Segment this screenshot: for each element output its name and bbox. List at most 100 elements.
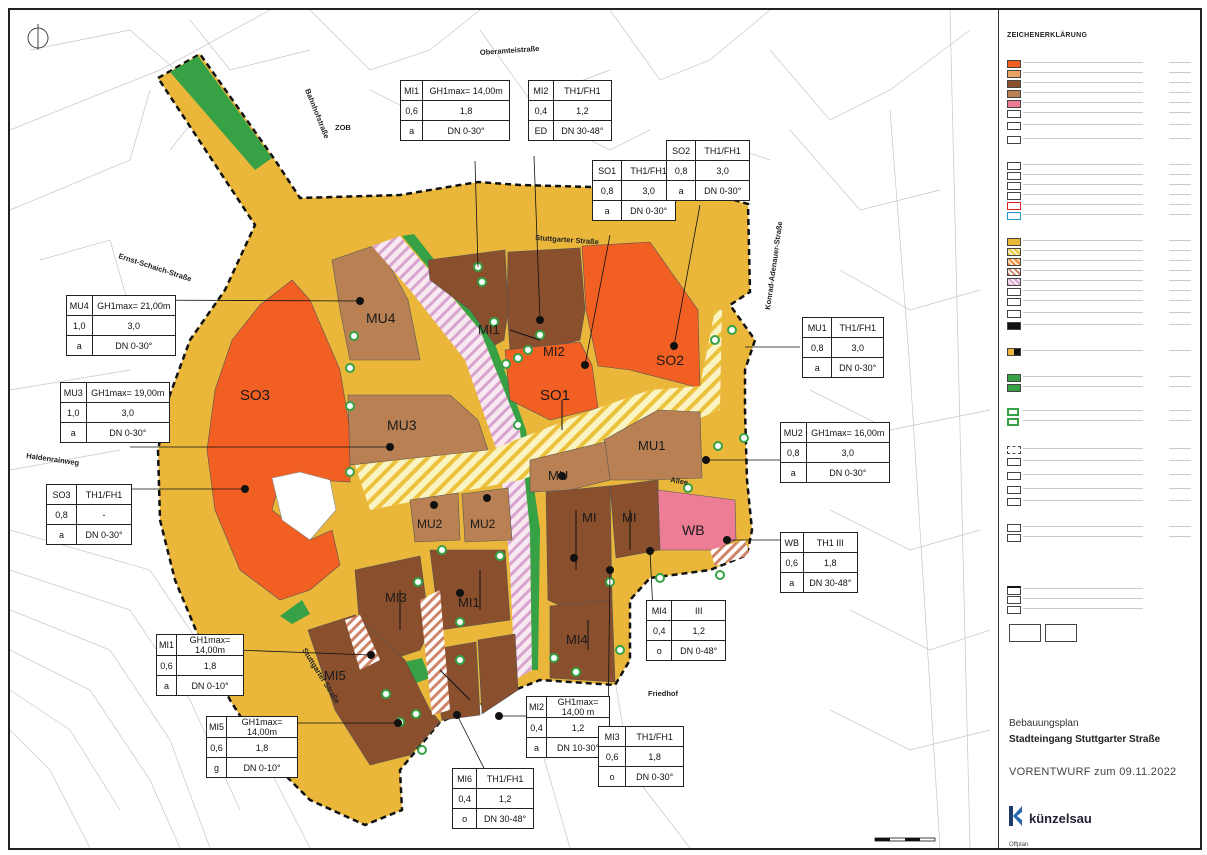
cell-height: GH1max= 14,00m <box>176 634 244 656</box>
leader-lines <box>129 155 800 781</box>
legend-row <box>1007 212 1193 220</box>
cell-height: TH1/FH1 <box>695 140 750 161</box>
zone-mu3 <box>347 394 489 466</box>
zone-mi1-top <box>427 249 509 346</box>
hatch-south <box>420 590 450 715</box>
legend-swatch <box>1007 606 1021 614</box>
label-so3: SO3 <box>240 387 270 404</box>
legend-text-line <box>1023 204 1143 205</box>
legend-text-line <box>1023 598 1143 599</box>
label-mi1-bot: MI1 <box>458 595 480 610</box>
cell-zone: SO1 <box>591 160 623 181</box>
legend-text-line <box>1023 410 1143 411</box>
plan-name: Stadteingang Stuttgarter Straße <box>1009 734 1161 745</box>
legend-row <box>1007 258 1193 266</box>
legend-row <box>1007 322 1193 330</box>
cell-grz: 0,4 <box>645 620 673 641</box>
cell-grz: 0,8 <box>801 337 833 358</box>
cell-height: GH1max= 14,00m <box>422 80 510 101</box>
cell-roof: DN 0-10° <box>176 675 244 696</box>
legend-text-line <box>1023 250 1143 251</box>
legend-text-line <box>1023 138 1143 139</box>
legend-row <box>1007 374 1193 382</box>
cell-roof: DN 0-30° <box>831 357 884 378</box>
cell-grz: 0,6 <box>205 737 228 758</box>
cell-roof: DN 0-30° <box>621 200 676 221</box>
cell-grz: 0,6 <box>597 746 627 767</box>
cell-gfz: 3,0 <box>831 337 884 358</box>
legend-ref-line <box>1169 72 1191 73</box>
legend-swatch <box>1007 348 1021 356</box>
green-strip-south <box>280 600 310 624</box>
legend-ref-line <box>1169 386 1191 387</box>
cell-grz: 0,6 <box>780 552 804 573</box>
legend-text-line <box>1023 350 1143 351</box>
legend-text-line <box>1023 240 1143 241</box>
legend-swatch <box>1007 172 1021 180</box>
legend-swatch <box>1007 596 1021 604</box>
cell-height: TH1/FH1 <box>831 317 884 338</box>
legend-row <box>1007 278 1193 286</box>
municipality-name: künzelsau <box>1029 811 1092 826</box>
legend-text-line <box>1023 460 1143 461</box>
legend-swatch <box>1007 586 1021 595</box>
legend-row <box>1007 310 1193 318</box>
zone-mu2-a <box>409 492 461 543</box>
zone-mi5 <box>307 614 441 766</box>
legend-swatch <box>1007 418 1019 426</box>
cell-roof: DN 30-48° <box>802 572 859 593</box>
cell-gfz: 1,8 <box>802 552 859 573</box>
legend-swatch <box>1007 486 1021 494</box>
cell-height: GH1max= 16,00m <box>805 422 891 443</box>
legend-ref-line <box>1169 376 1191 377</box>
cell-height: GH1max= 14,00 m <box>546 696 610 718</box>
legend-row <box>1007 348 1193 356</box>
legend-ref-line <box>1169 460 1191 461</box>
cell-gfz: 1,2 <box>671 620 726 641</box>
legend-ref-line <box>1169 420 1191 421</box>
label-mi1-top: MI1 <box>478 322 500 337</box>
legend-text-line <box>1023 324 1143 325</box>
label-zob: ZOB <box>335 123 351 132</box>
hatched-band <box>355 310 722 510</box>
legend-row <box>1007 70 1193 78</box>
legend-row <box>1007 534 1193 542</box>
street-oberamtei: Oberamteistraße <box>480 44 540 57</box>
legend-ref-line <box>1169 138 1191 139</box>
cell-height: GH1max= 21,00m <box>91 295 177 316</box>
cell-grz: 0,4 <box>528 100 554 121</box>
cell-gfz: 1,8 <box>422 100 510 121</box>
cell-zone: SO3 <box>45 484 78 505</box>
cell-bauweise: a <box>801 357 833 378</box>
cell-roof: DN 0-30° <box>76 524 132 545</box>
legend-text-line <box>1023 536 1143 537</box>
cell-roof: DN 30-48° <box>476 808 534 829</box>
legend-text-line <box>1023 72 1143 73</box>
legend-row <box>1007 446 1193 454</box>
cell-bauweise: a <box>60 422 87 443</box>
legend-swatch <box>1007 458 1021 466</box>
legend-schablone-sample <box>1045 624 1077 642</box>
white-gap <box>271 471 337 541</box>
label-mi-right: MI <box>622 510 636 525</box>
label-mi2-top: MI2 <box>543 344 565 359</box>
legend-swatch <box>1007 212 1021 220</box>
legend-swatch <box>1007 298 1021 306</box>
legend-ref-line <box>1169 92 1191 93</box>
cell-zone: MI6 <box>451 768 478 789</box>
legend-text-line <box>1023 608 1143 609</box>
legend-ref-line <box>1169 214 1191 215</box>
cell-gfz: 3,0 <box>805 442 891 463</box>
street-konrad-adenauer: Konrad-Adenauer-Straße <box>763 221 784 311</box>
legend-swatch <box>1007 534 1021 542</box>
cadastral-lines <box>10 10 991 848</box>
green-strip-north <box>170 56 272 170</box>
legend-text-line <box>1023 312 1143 313</box>
kuenzelsau-logo-icon <box>1009 806 1022 826</box>
legend-swatch <box>1007 374 1021 382</box>
